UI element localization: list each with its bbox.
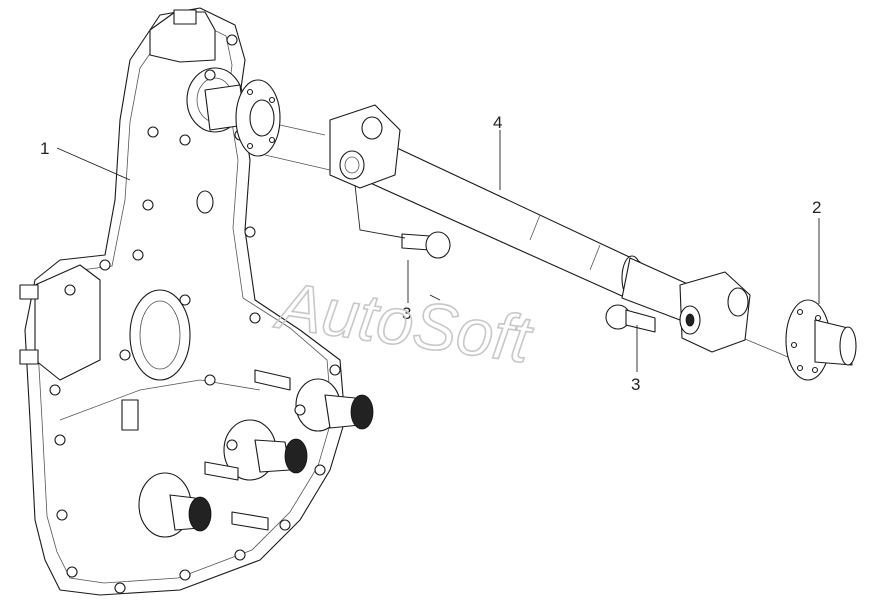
callout-4: 4: [493, 113, 502, 132]
bolt-upper: [401, 231, 451, 259]
housing-bolts: [49, 34, 341, 594]
companion-flange: [785, 299, 857, 381]
callout-2: 2: [812, 198, 821, 217]
housing-output-flange: [235, 79, 281, 157]
gearbox-housing: [19, 7, 374, 596]
callout-3-lower: 3: [631, 375, 640, 394]
bolt-lower: [605, 304, 656, 333]
callout-3-upper: 3: [402, 304, 411, 323]
propeller-shaft: [329, 104, 751, 353]
leader-lines: [56, 130, 820, 372]
callout-1: 1: [40, 139, 49, 158]
